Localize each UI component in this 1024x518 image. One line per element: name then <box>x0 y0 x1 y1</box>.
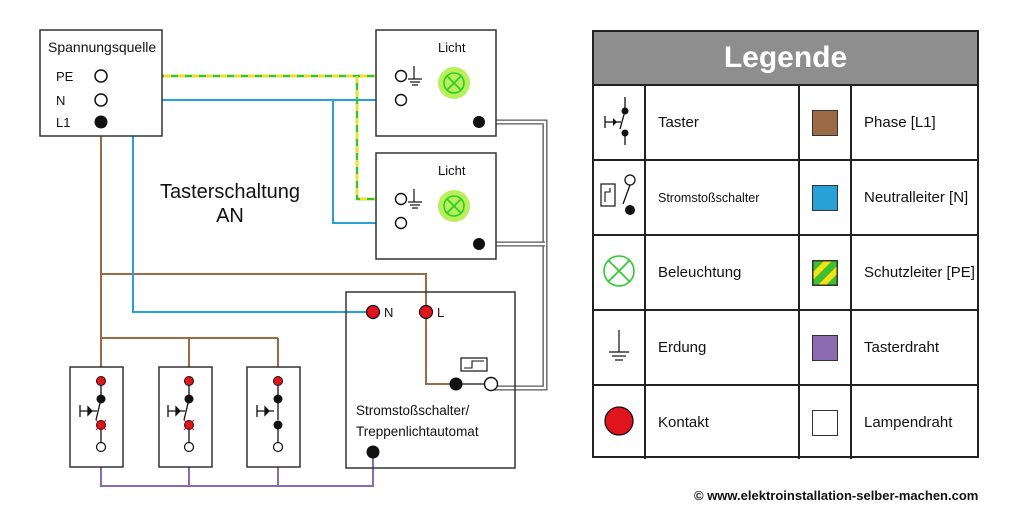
relay-contact-in <box>449 377 463 391</box>
swatch-phase <box>812 109 838 136</box>
lamp-1-pe-terminal <box>394 69 408 83</box>
copyright-notice: © www.elektroinstallation-selber-machen.… <box>694 488 979 503</box>
lamp-2-n-terminal <box>394 216 408 230</box>
ground-icon <box>408 66 422 86</box>
diagram-title-line1: Tasterschaltung <box>160 181 300 203</box>
legend-swatch-cell <box>798 86 852 161</box>
source-pe-label: PE <box>56 69 74 84</box>
relay-l-terminal <box>418 304 434 320</box>
taster-box-2 <box>158 366 213 468</box>
power-source: Spannungsquelle PE N L1 <box>39 29 163 137</box>
taster-box-3 <box>246 366 301 468</box>
source-title: Spannungsquelle <box>48 39 156 55</box>
relay-taster-terminal <box>366 445 380 459</box>
legend-icon-cell <box>594 86 646 161</box>
relay-label-line2: Treppenlichtautomat <box>356 424 479 439</box>
legend-swatch-cell <box>798 384 852 459</box>
lamp-box-2: Licht <box>375 152 497 260</box>
legend-swatch-cell <box>798 234 852 311</box>
taster-wire <box>100 452 374 487</box>
lamp-2-label: Licht <box>438 163 466 178</box>
wiring-diagram: Spannungsquelle PE N L1 Licht Licht <box>39 29 548 487</box>
relay-label-line1: Stromstoßschalter/ <box>356 403 470 418</box>
legend-label-pe: Schutzleiter [PE] <box>850 234 977 311</box>
contact-icon <box>604 405 634 436</box>
source-n-label: N <box>56 93 65 108</box>
lamp-1-wire-terminal <box>473 116 485 128</box>
push-button-icon <box>79 405 97 417</box>
legend-icon-cell <box>594 384 646 459</box>
legend: Legende Taster Phase [L1] <box>592 30 979 459</box>
legend-label-ground: Erdung <box>644 309 800 386</box>
swatch-pe <box>812 259 838 286</box>
push-button-icon <box>167 405 185 417</box>
phase-wire <box>100 122 456 385</box>
lamp-1-label: Licht <box>438 40 466 55</box>
relay-symbol-icon <box>460 357 488 372</box>
legend-label-phase: Phase [L1] <box>850 86 977 161</box>
lamp-1-n-terminal <box>394 93 408 107</box>
legend-row: Stromstoßschalter Neutralleiter [N] <box>594 159 977 236</box>
legend-swatch-cell <box>798 159 852 236</box>
lamp-2-pe-terminal <box>394 192 408 206</box>
push-button-icon <box>604 96 629 145</box>
lamp-2-bulb-icon <box>438 190 470 222</box>
source-n-terminal <box>94 93 108 107</box>
ground-icon <box>609 329 629 361</box>
legend-icon-cell <box>594 159 646 236</box>
impulse-switch-icon <box>600 173 636 215</box>
legend-icon-cell <box>594 234 646 311</box>
lamp-1-bulb-icon <box>438 67 470 99</box>
ground-icon <box>408 189 422 209</box>
legend-icon-cell <box>594 309 646 386</box>
lamp-box-1: Licht <box>375 29 497 137</box>
relay-n-terminal <box>365 304 381 320</box>
legend-row: Taster Phase [L1] <box>594 86 977 161</box>
relay-contact-out <box>483 376 499 392</box>
legend-table: Taster Phase [L1] Stromstoßschalter Neut… <box>594 86 977 459</box>
relay-l-label: L <box>437 305 444 320</box>
relay-n-label: N <box>384 305 393 320</box>
push-button-icon <box>256 405 274 417</box>
lamp-2-wire-terminal <box>473 238 485 250</box>
source-l1-terminal <box>94 115 108 129</box>
relay-box: N L Stromstoßschalter/ Treppenlichtautom… <box>345 291 516 469</box>
legend-label-impulse-switch: Stromstoßschalter <box>644 159 800 236</box>
swatch-taster-wire <box>812 334 838 361</box>
source-l1-label: L1 <box>56 115 70 130</box>
legend-label-taster: Taster <box>644 86 800 161</box>
legend-label-lamp-wire: Lampendraht <box>850 384 977 459</box>
legend-label-contact: Kontakt <box>644 384 800 459</box>
legend-swatch-cell <box>798 309 852 386</box>
legend-row: Erdung Tasterdraht <box>594 309 977 386</box>
swatch-lamp-wire <box>812 409 838 436</box>
legend-label-neutral: Neutralleiter [N] <box>850 159 977 236</box>
legend-title: Legende <box>594 32 977 86</box>
source-pe-terminal <box>94 69 108 83</box>
diagram-title-line2: AN <box>216 205 244 227</box>
legend-row: Beleuchtung Schutzleiter [PE] <box>594 234 977 311</box>
legend-row: Kontakt Lampendraht <box>594 384 977 459</box>
lamp-icon <box>603 254 635 287</box>
legend-label-lighting: Beleuchtung <box>644 234 800 311</box>
swatch-neutral <box>812 184 838 211</box>
legend-label-taster-wire: Tasterdraht <box>850 309 977 386</box>
taster-box-1 <box>69 366 124 468</box>
